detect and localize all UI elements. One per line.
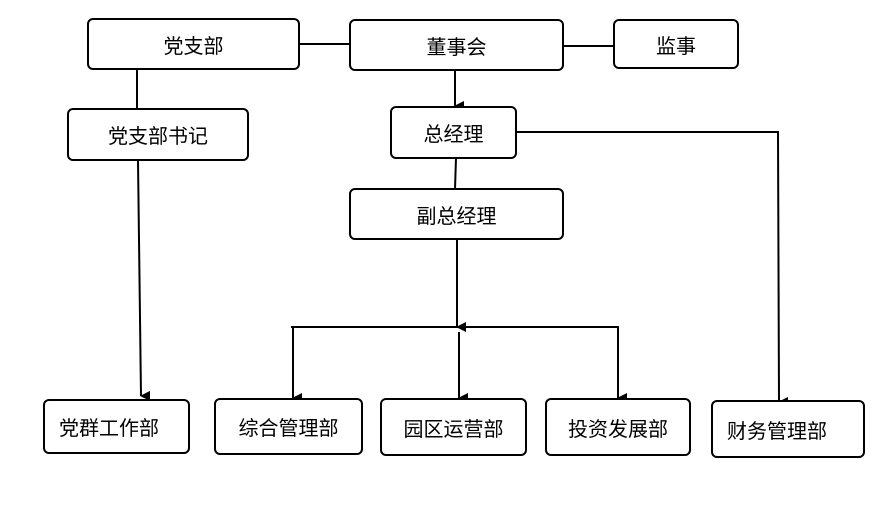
- arrow-secretary-to-party-mass: [137, 160, 151, 401]
- node-party-secretary: 党支部书记: [67, 108, 249, 161]
- node-supervisor: 监事: [613, 19, 739, 69]
- node-board-label: 董事会: [426, 34, 487, 59]
- node-party-secretary-label: 党支部书记: [108, 124, 208, 148]
- node-general-manager-label: 总经理: [423, 122, 484, 146]
- node-supervisor-label: 监事: [656, 33, 696, 58]
- node-park-operation-dept: 园区运营部: [380, 398, 527, 456]
- node-finance-dept: 财务管理部: [711, 400, 865, 458]
- node-party-mass-dept-label: 党群工作部: [59, 416, 159, 440]
- node-party-branch: 党支部: [87, 18, 300, 70]
- node-deputy-general-manager-label: 副总经理: [416, 203, 497, 228]
- node-general-admin-dept-label: 综合管理部: [238, 416, 339, 440]
- node-investment-dev-dept: 投资发展部: [545, 398, 691, 456]
- node-general-admin-dept: 综合管理部: [214, 398, 363, 455]
- node-park-operation-dept-label: 园区运营部: [403, 416, 504, 441]
- arrow-gm-to-finance: [517, 131, 789, 407]
- node-party-mass-dept: 党群工作部: [43, 399, 190, 454]
- connector-gm-deputy: [454, 157, 457, 190]
- node-finance-dept-label: 财务管理部: [727, 418, 827, 443]
- node-deputy-general-manager: 副总经理: [349, 188, 564, 240]
- node-general-manager: 总经理: [390, 106, 517, 159]
- node-investment-dev-dept-label: 投资发展部: [568, 416, 668, 441]
- node-board: 董事会: [349, 19, 564, 71]
- node-party-branch-label: 党支部: [163, 33, 224, 58]
